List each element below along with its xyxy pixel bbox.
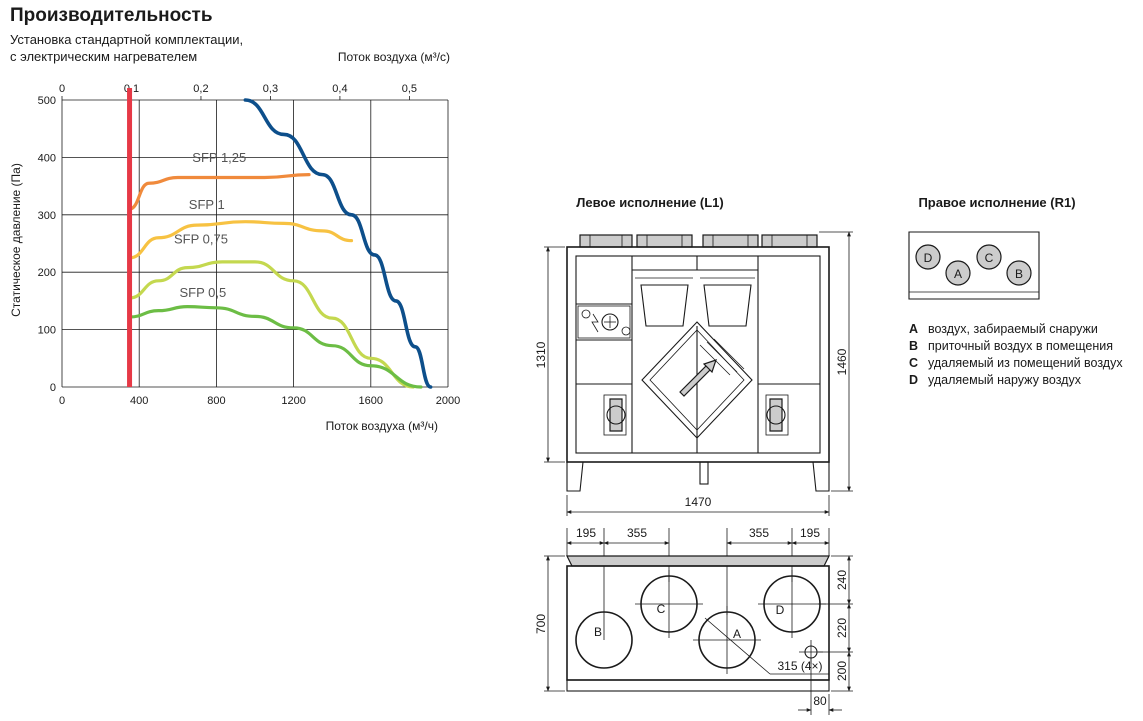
dim-top-w2: 355 bbox=[627, 526, 647, 540]
y-tick-label: 500 bbox=[38, 95, 56, 107]
r1-port-D: D bbox=[924, 251, 933, 265]
top-port-B: B bbox=[594, 625, 602, 639]
x2-tick-label: 0,2 bbox=[193, 83, 208, 95]
left-variant-title: Левое исполнение (L1) bbox=[576, 195, 724, 210]
dim-top-w4: 195 bbox=[800, 526, 820, 540]
x2-tick-label: 0,4 bbox=[332, 83, 347, 95]
x-axis-label: Поток воздуха (м³/ч) bbox=[326, 419, 438, 433]
top-view-dimensions-side bbox=[544, 555, 853, 715]
front-view-dimensions bbox=[544, 231, 853, 516]
y-tick-label: 200 bbox=[38, 267, 56, 279]
series-line-3 bbox=[127, 305, 423, 389]
series-line-2 bbox=[127, 260, 415, 389]
y-tick-label: 0 bbox=[50, 382, 56, 394]
r1-port-C: C bbox=[985, 251, 994, 265]
x2-tick-label: 0 bbox=[59, 83, 65, 95]
top-port-C: C bbox=[657, 602, 666, 616]
x2-tick-label: 0,3 bbox=[263, 83, 278, 95]
r1-port-A: A bbox=[954, 267, 962, 281]
dim-width-1470: 1470 bbox=[685, 495, 712, 509]
dim-side-h3: 200 bbox=[835, 661, 849, 681]
chart-subtitle-line-2: с электрическим нагревателем bbox=[10, 49, 197, 64]
y-tick-label: 300 bbox=[38, 210, 56, 222]
dim-height-1310: 1310 bbox=[534, 341, 548, 368]
top-port-A: A bbox=[733, 627, 741, 641]
dim-depth-700: 700 bbox=[534, 614, 548, 634]
series-line-0 bbox=[127, 173, 311, 211]
x-tick-label: 800 bbox=[207, 395, 225, 407]
legend-text-A: воздух, забираемый снаружи bbox=[928, 322, 1098, 336]
x-tick-label: 400 bbox=[130, 395, 148, 407]
chart-subtitle-line-1: Установка стандартной комплектации, bbox=[10, 32, 243, 47]
legend-text-C: удаляемый из помещений воздух bbox=[928, 356, 1123, 370]
x2-axis-label: Поток воздуха (м³/с) bbox=[338, 50, 450, 64]
series-label-0: SFP 1,25 bbox=[192, 150, 246, 165]
legend-text-B: приточный воздух в помещения bbox=[928, 339, 1113, 353]
r1-port-B: B bbox=[1015, 267, 1023, 281]
x-tick-label: 1200 bbox=[281, 395, 305, 407]
front-view-drawing bbox=[566, 234, 830, 492]
y-tick-label: 100 bbox=[38, 325, 56, 337]
legend-key-B: B bbox=[909, 339, 918, 353]
y-tick-label: 400 bbox=[38, 152, 56, 164]
y-axis-label: Статическое давление (Па) bbox=[9, 163, 23, 317]
dim-side-h2: 220 bbox=[835, 618, 849, 638]
port-legend: A воздух, забираемый снаружи B приточный… bbox=[909, 322, 1123, 387]
top-view-dimensions-top bbox=[566, 528, 830, 640]
dim-top-w3: 355 bbox=[749, 526, 769, 540]
legend-key-C: C bbox=[909, 356, 918, 370]
legend-key-A: A bbox=[909, 322, 918, 336]
dim-side-h1: 240 bbox=[835, 570, 849, 590]
x-tick-label: 2000 bbox=[436, 395, 460, 407]
right-variant-title: Правое исполнение (R1) bbox=[918, 195, 1075, 210]
x-tick-label: 1600 bbox=[359, 395, 383, 407]
series-label-3: SFP 0,5 bbox=[180, 285, 227, 300]
max-flow-curve bbox=[243, 98, 433, 389]
legend-text-D: удаляемый наружу воздух bbox=[928, 373, 1082, 387]
legend-key-D: D bbox=[909, 373, 918, 387]
dim-offset-80: 80 bbox=[813, 694, 827, 708]
x-tick-label: 0 bbox=[59, 395, 65, 407]
chart-title: Производительность bbox=[10, 5, 213, 26]
duct-diameter-label: 315 (4×) bbox=[777, 659, 822, 673]
right-variant-diagram bbox=[908, 231, 1040, 300]
series-line-1 bbox=[127, 220, 354, 260]
top-view-drawing bbox=[566, 555, 830, 692]
chart-plot: 0100200300400500040080012001600200000,10… bbox=[38, 83, 461, 407]
dim-top-w1: 195 bbox=[576, 526, 596, 540]
x2-tick-label: 0,5 bbox=[402, 83, 417, 95]
top-port-D: D bbox=[776, 603, 785, 617]
dim-total-height-1460: 1460 bbox=[835, 348, 849, 375]
series-label-2: SFP 0,75 bbox=[174, 232, 228, 247]
series-label-1: SFP 1 bbox=[189, 197, 225, 212]
